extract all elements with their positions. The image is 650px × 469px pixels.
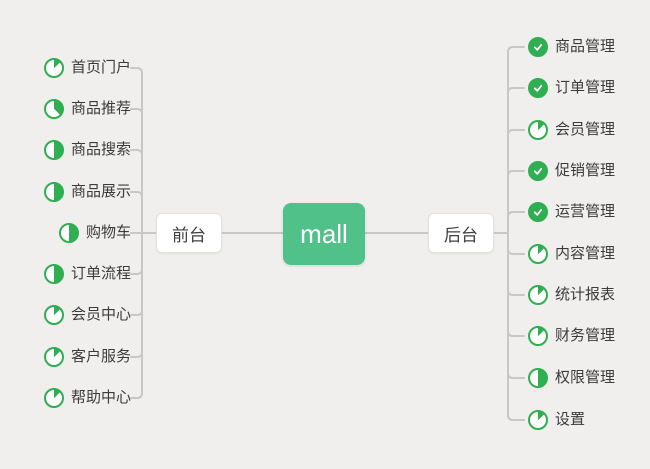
topic-label: 商品管理 bbox=[555, 38, 616, 55]
topic-shopping-cart[interactable]: 购物车 bbox=[58, 221, 131, 245]
topic-label: 客户服务 bbox=[70, 348, 131, 365]
topic-label: 订单管理 bbox=[555, 79, 616, 96]
progress-pie-icon bbox=[43, 264, 64, 284]
progress-pie-icon bbox=[528, 285, 548, 305]
progress-pie-icon bbox=[528, 326, 548, 346]
progress-pie-icon bbox=[43, 58, 64, 78]
topic-product-search[interactable]: 商品搜索 bbox=[43, 138, 131, 162]
topic-member-management[interactable]: 会员管理 bbox=[528, 118, 615, 142]
topic-label: 商品展示 bbox=[70, 183, 131, 200]
topic-label: 统计报表 bbox=[555, 286, 616, 303]
topic-label: 促销管理 bbox=[555, 162, 616, 179]
progress-pie-icon bbox=[528, 410, 548, 430]
topic-permission-management[interactable]: 权限管理 bbox=[528, 366, 615, 390]
topic-label: 订单流程 bbox=[70, 265, 131, 282]
topic-label: 商品搜索 bbox=[70, 141, 131, 158]
check-circle-icon bbox=[528, 37, 548, 57]
topic-label: 内容管理 bbox=[555, 245, 616, 262]
topic-label: 购物车 bbox=[85, 224, 131, 241]
progress-pie-icon bbox=[43, 99, 64, 119]
check-circle-icon bbox=[528, 161, 548, 181]
topic-label: 会员中心 bbox=[70, 306, 131, 323]
topic-label: 首页门户 bbox=[70, 59, 131, 76]
topic-order-management[interactable]: 订单管理 bbox=[528, 76, 615, 100]
topic-label: 帮助中心 bbox=[70, 389, 131, 406]
progress-pie-icon bbox=[43, 305, 64, 325]
topic-operation-management[interactable]: 运营管理 bbox=[528, 200, 615, 224]
topic-product-recommend[interactable]: 商品推荐 bbox=[43, 97, 131, 121]
progress-pie-icon bbox=[528, 244, 548, 264]
center-node-mall[interactable]: mall bbox=[283, 203, 365, 265]
topic-finance-management[interactable]: 财务管理 bbox=[528, 324, 615, 348]
branch-node-backend[interactable]: 后台 bbox=[428, 213, 494, 253]
progress-pie-icon bbox=[58, 223, 79, 243]
topic-member-center[interactable]: 会员中心 bbox=[43, 303, 131, 327]
progress-pie-icon bbox=[43, 140, 64, 160]
progress-pie-icon bbox=[528, 120, 548, 140]
topic-promotion-management[interactable]: 促销管理 bbox=[528, 159, 615, 183]
topic-help-center[interactable]: 帮助中心 bbox=[43, 386, 131, 410]
topic-label: 权限管理 bbox=[555, 369, 616, 386]
progress-pie-icon bbox=[43, 388, 64, 408]
topic-home-portal[interactable]: 首页门户 bbox=[43, 56, 131, 80]
topic-label: 设置 bbox=[555, 411, 586, 428]
progress-pie-icon bbox=[528, 368, 548, 388]
topic-customer-service[interactable]: 客户服务 bbox=[43, 345, 131, 369]
topic-label: 运营管理 bbox=[555, 203, 616, 220]
progress-pie-icon bbox=[43, 347, 64, 367]
topic-content-management[interactable]: 内容管理 bbox=[528, 242, 615, 266]
topic-product-management[interactable]: 商品管理 bbox=[528, 35, 615, 59]
topic-product-display[interactable]: 商品展示 bbox=[43, 180, 131, 204]
topic-label: 财务管理 bbox=[555, 327, 616, 344]
progress-pie-icon bbox=[43, 182, 64, 202]
topic-settings[interactable]: 设置 bbox=[528, 408, 585, 432]
check-circle-icon bbox=[528, 202, 548, 222]
branch-node-frontend[interactable]: 前台 bbox=[156, 213, 222, 253]
topic-label: 商品推荐 bbox=[70, 100, 131, 117]
topic-statistics-report[interactable]: 统计报表 bbox=[528, 283, 615, 307]
topic-label: 会员管理 bbox=[555, 121, 616, 138]
topic-order-flow[interactable]: 订单流程 bbox=[43, 262, 131, 286]
check-circle-icon bbox=[528, 78, 548, 98]
